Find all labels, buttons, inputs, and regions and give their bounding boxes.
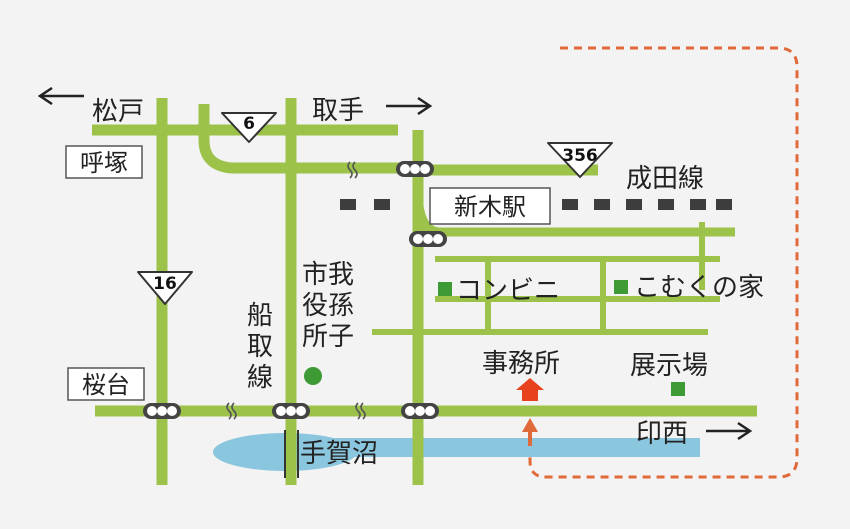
route-shield-6: 6 bbox=[221, 112, 277, 143]
route-shield-16: 16 bbox=[137, 271, 193, 305]
narita-line-label: 成田線 bbox=[626, 164, 704, 194]
traffic-signal-icon bbox=[409, 231, 447, 247]
konbini-marker bbox=[438, 282, 452, 296]
direction-label: 印西 bbox=[636, 419, 688, 449]
pond-teganuma-channel bbox=[280, 438, 700, 457]
station-label-araki: 新木駅 bbox=[429, 187, 551, 225]
direction-matsudo: 松戸 bbox=[37, 86, 144, 127]
destination-area-outline bbox=[528, 46, 799, 479]
city-office-label-1: 市我 bbox=[302, 260, 354, 290]
direction-label: 松戸 bbox=[92, 97, 144, 127]
komuku-house-marker bbox=[614, 280, 628, 294]
arrow-right-icon bbox=[386, 96, 433, 116]
route-number-label: 6 bbox=[243, 114, 255, 134]
exhibition-label: 展示場 bbox=[630, 351, 708, 381]
office-marker-house-icon bbox=[516, 378, 544, 401]
route-arrow-up-icon bbox=[522, 418, 538, 446]
route-number-label: 16 bbox=[153, 274, 177, 294]
box-label-text: 呼塚 bbox=[80, 149, 128, 177]
traffic-signal-icon bbox=[401, 403, 439, 419]
bridge-marks bbox=[284, 430, 299, 478]
exhibition-marker bbox=[671, 382, 685, 396]
funatori-line-label-1: 船 bbox=[247, 301, 273, 331]
konbini-label: コンビニ bbox=[456, 276, 560, 306]
arrow-right-icon bbox=[706, 421, 753, 441]
road-route-6-curve bbox=[198, 104, 422, 174]
direction-inzai: 印西 bbox=[636, 419, 753, 449]
road-crossing-marks bbox=[226, 161, 366, 420]
city-office-marker bbox=[304, 367, 322, 385]
traffic-signal-icon bbox=[143, 403, 181, 419]
railway-narita-line bbox=[340, 199, 732, 210]
traffic-signal-icon bbox=[272, 403, 310, 419]
komuku-house-label: こむくの家 bbox=[634, 273, 764, 303]
box-label-text: 新木駅 bbox=[454, 193, 526, 221]
arrow-left-icon bbox=[37, 86, 84, 106]
box-label-text: 桜台 bbox=[82, 371, 130, 399]
direction-toride: 取手 bbox=[312, 96, 433, 126]
pond-label: 手賀沼 bbox=[300, 439, 378, 469]
funatori-line-label-3: 線 bbox=[247, 363, 273, 393]
area-label-sakuradai: 桜台 bbox=[67, 367, 145, 401]
route-shield-356: 356 bbox=[547, 142, 613, 178]
direction-label: 取手 bbox=[312, 96, 364, 126]
city-office-label-2: 役孫 bbox=[302, 291, 354, 321]
route-number-label: 356 bbox=[562, 146, 598, 166]
area-label-yobitsuka: 呼塚 bbox=[65, 145, 143, 179]
office-label: 事務所 bbox=[482, 349, 560, 379]
funatori-line-label-2: 取 bbox=[247, 332, 273, 362]
traffic-signal-icon bbox=[396, 161, 434, 177]
city-office-label-3: 所子 bbox=[302, 322, 354, 352]
traffic-signals bbox=[143, 161, 447, 419]
